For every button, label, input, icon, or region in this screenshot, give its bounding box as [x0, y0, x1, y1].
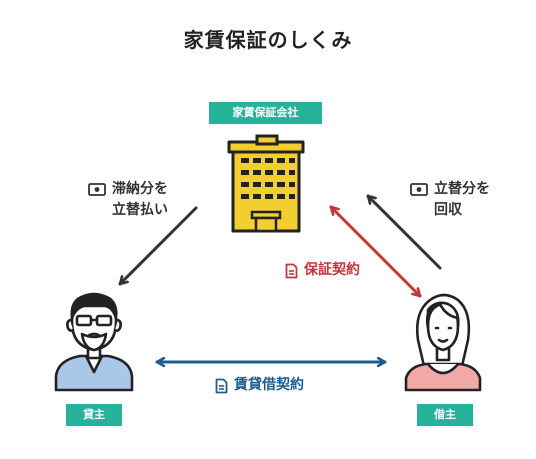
guarantee-contract-text: 保証契約	[304, 262, 360, 278]
payment-line1: 滞納分を	[112, 181, 168, 197]
repayment-line1: 立替分を	[434, 181, 490, 197]
payment-line2: 立替払い	[112, 202, 168, 218]
banknote-icon	[410, 183, 428, 196]
office-building-icon	[227, 134, 305, 233]
page-title: 家賃保証のしくみ	[183, 28, 353, 52]
repayment-from-tenant-label: 立替分を 回収	[410, 179, 520, 221]
banknote-icon	[88, 183, 106, 196]
repayment-line2: 回収	[434, 202, 462, 218]
landlord-avatar	[54, 292, 134, 392]
guarantee-contract-label: 保証契約	[285, 260, 360, 281]
tenant-tag: 借主	[417, 404, 473, 426]
document-icon	[285, 263, 298, 278]
payment-arrow	[118, 206, 198, 286]
guarantee-company-tag: 家賃保証会社	[209, 102, 322, 124]
tenant-avatar	[404, 293, 482, 392]
guarantee-contract-arrow	[329, 205, 422, 298]
lease-contract-text: 賃貸借契約	[234, 377, 304, 393]
landlord-tag: 貸主	[66, 404, 122, 426]
payment-to-landlord-label: 滞納分を 立替払い	[62, 179, 168, 221]
lease-contract-label: 賃貸借契約	[215, 375, 304, 396]
document-icon	[215, 378, 228, 393]
